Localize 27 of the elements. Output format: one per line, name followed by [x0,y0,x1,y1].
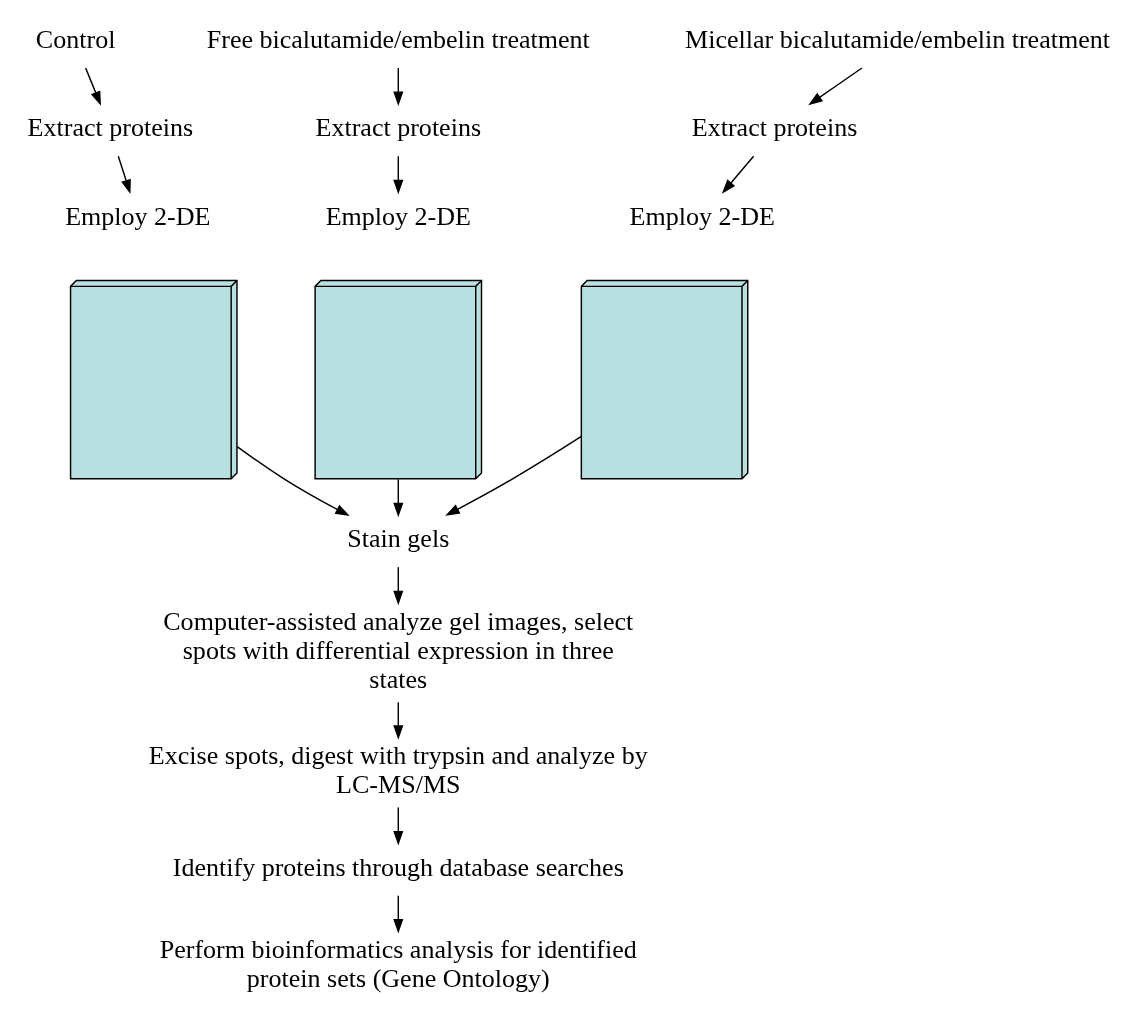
node-text: Excise spots, digest with trypsin and analyze by LC-MS/MS [148,741,648,800]
arrow [393,894,404,934]
node-text: Stain gels [347,524,450,554]
arrow [393,478,404,518]
node-text: Computer-assisted analyze gel images, select spots with differential expression in three states [163,606,634,694]
node-text: Employ 2-DE [65,201,211,231]
node-text: Micellar bicalutamide/embelin treatment [685,25,1111,55]
arrow [393,155,404,195]
arrow [393,701,404,740]
node-text: Extract proteins [691,113,858,143]
node-text: Free bicalutamide/embelin treatment [206,25,590,55]
arrow [445,435,583,516]
arrow [84,67,102,106]
arrow [236,445,350,516]
node-text: Extract proteins [315,113,482,143]
arrow [721,155,755,194]
node-text: Employ 2-DE [629,201,775,231]
arrow [808,67,863,106]
arrow [393,806,404,846]
arrow [393,67,404,106]
arrow [393,566,404,606]
node-text: Perform bioinformatics analysis for identified protein sets (Gene Ontology) [159,935,637,994]
node-text: Extract proteins [27,113,194,143]
node-text: Identify proteins through database searches [172,852,624,882]
node-text: Employ 2-DE [325,201,471,231]
node-text: Control [35,25,116,55]
arrow [117,155,131,195]
